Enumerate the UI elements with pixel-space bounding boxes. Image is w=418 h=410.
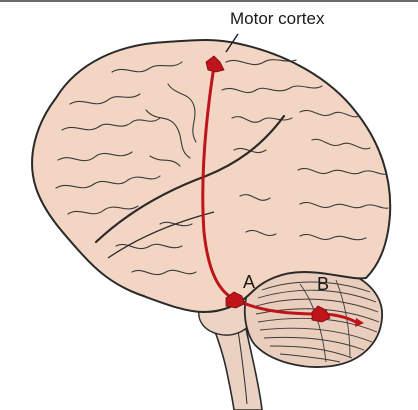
point-a-label: A	[243, 272, 255, 293]
point-b-label: B	[317, 274, 329, 295]
motor-cortex-label: Motor cortex	[230, 9, 324, 29]
